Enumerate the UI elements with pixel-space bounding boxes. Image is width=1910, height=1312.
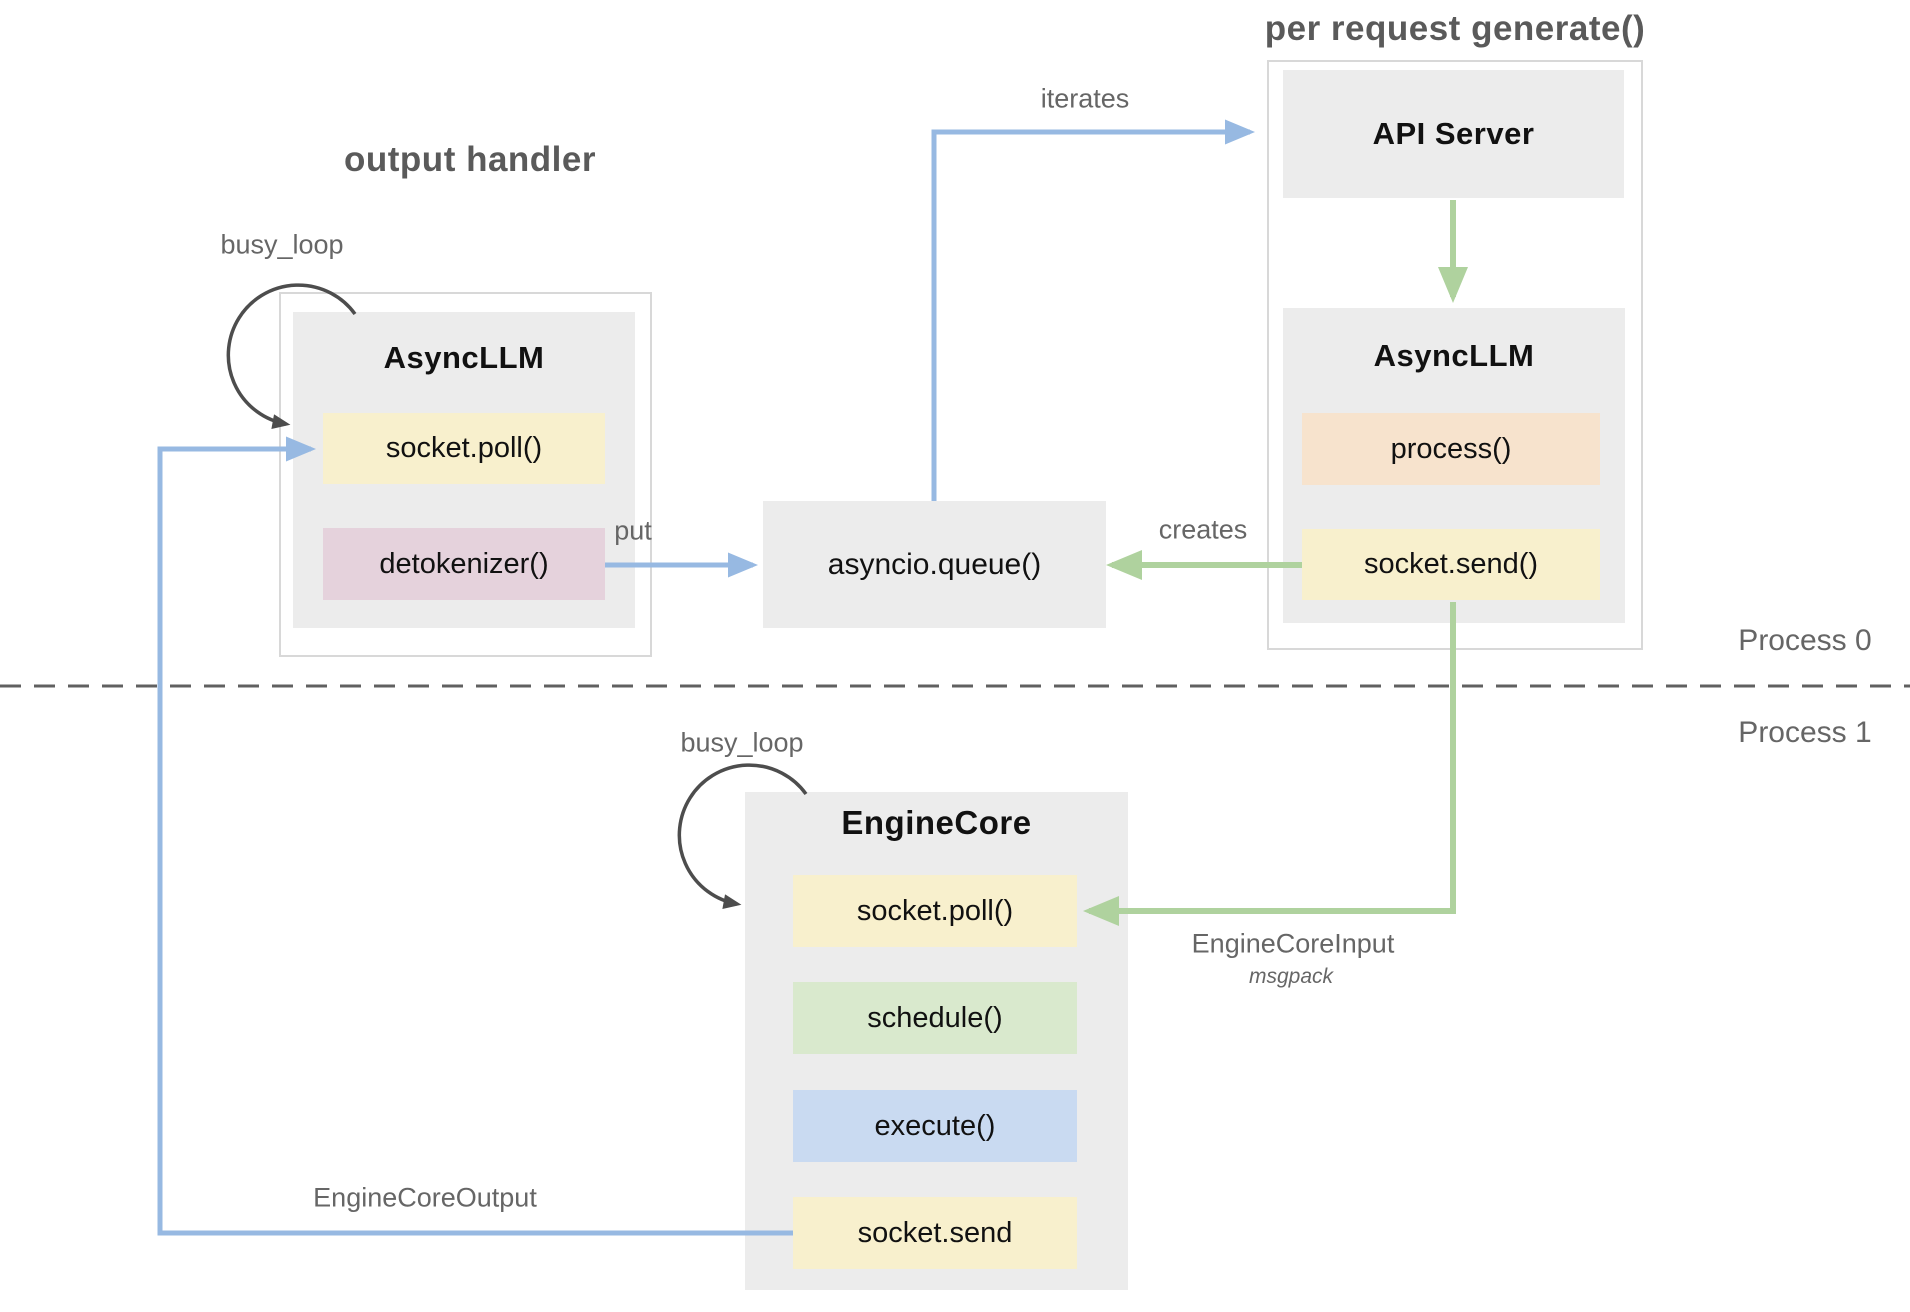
method-process: process()	[1302, 413, 1600, 485]
section-title-per-request-generate: per request generate()	[1264, 9, 1646, 48]
label-put: put	[614, 515, 652, 546]
node-title-asyncio-queue: asyncio.queue()	[827, 547, 1042, 581]
node-title-api-server: API Server	[1372, 116, 1535, 151]
label-iterates: iterates	[1040, 83, 1130, 114]
method-socket-poll-engine: socket.poll()	[793, 875, 1077, 947]
node-title-asyncllm-left: AsyncLLM	[383, 340, 545, 375]
label-busy-loop-left: busy_loop	[220, 229, 344, 260]
method-execute: execute()	[793, 1090, 1077, 1162]
label-busy-loop-enginecore: busy_loop	[680, 727, 804, 758]
node-enginecore: EngineCore socket.poll() schedule() exec…	[745, 792, 1128, 1290]
method-socket-send-right: socket.send()	[1302, 529, 1600, 600]
node-asyncllm-right: AsyncLLM process() socket.send()	[1283, 308, 1625, 623]
node-asyncllm-left: AsyncLLM socket.poll() detokenizer()	[293, 312, 635, 628]
node-title-enginecore: EngineCore	[841, 804, 1032, 841]
method-socket-poll-left: socket.poll()	[323, 413, 605, 484]
label-enginecore-output: EngineCoreOutput	[313, 1182, 537, 1213]
method-schedule: schedule()	[793, 982, 1077, 1054]
label-creates: creates	[1158, 514, 1248, 545]
method-detokenizer: detokenizer()	[323, 528, 605, 600]
section-title-output-handler: output handler	[344, 140, 596, 179]
node-api-server: API Server	[1283, 70, 1624, 198]
label-process-0: Process 0	[1738, 624, 1872, 657]
label-msgpack: msgpack	[1248, 965, 1334, 988]
method-socket-send-engine: socket.send	[793, 1197, 1077, 1269]
label-enginecore-input: EngineCoreInput	[1191, 928, 1395, 959]
label-process-1: Process 1	[1738, 716, 1872, 749]
node-title-asyncllm-right: AsyncLLM	[1373, 338, 1535, 373]
node-asyncio-queue: asyncio.queue()	[763, 501, 1106, 628]
arrow-iterates	[931, 119, 1255, 501]
